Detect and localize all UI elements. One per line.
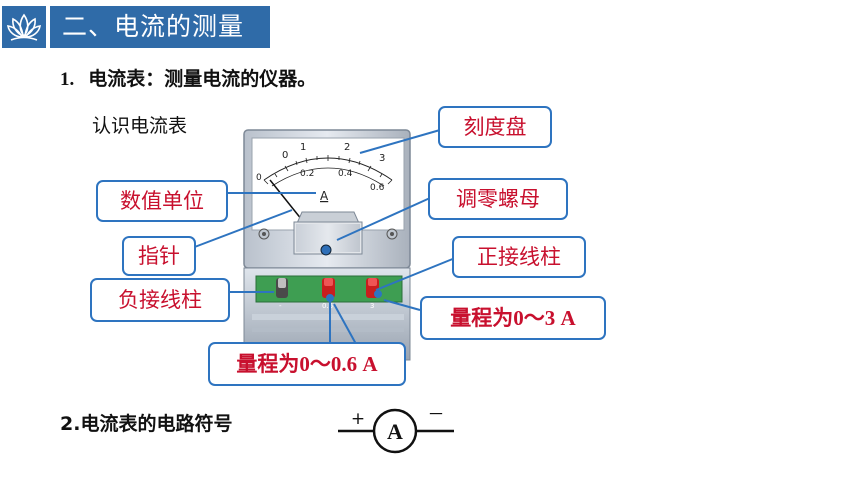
terminal-0-6 bbox=[322, 278, 335, 298]
symbol-plus: + bbox=[351, 409, 365, 429]
scale-top-label: 0 bbox=[282, 150, 288, 161]
scale-top-label: 3 bbox=[379, 153, 385, 164]
ammeter-circuit-symbol: A + － bbox=[338, 405, 454, 454]
item1-number: 1. bbox=[60, 69, 75, 90]
scale-bottom-label: 0 bbox=[256, 173, 262, 183]
terminal-label: - bbox=[279, 302, 282, 310]
negative-terminal bbox=[276, 278, 288, 298]
ammeter-illustration: 0 1 2 3 0 0.2 0.4 0.6 A - 0.6 3 bbox=[243, 129, 411, 361]
callout-positive-post: 正接线柱 bbox=[452, 236, 586, 278]
unit-label: A bbox=[320, 189, 329, 203]
scale-bottom-label: 0.6 bbox=[370, 183, 385, 193]
item2-heading: 2.电流表的电路符号 bbox=[60, 413, 233, 435]
callout-zero-adjust: 调零螺母 bbox=[428, 178, 568, 220]
symbol-minus: － bbox=[428, 405, 445, 425]
item1-text: 电流表：测量电流的仪器。 bbox=[88, 68, 317, 90]
item1-heading: 1. 电流表：测量电流的仪器。 bbox=[60, 64, 316, 91]
terminal-label: 0.6 bbox=[322, 302, 334, 310]
terminal-3 bbox=[366, 278, 379, 298]
scale-top-label: 1 bbox=[300, 142, 306, 153]
lotus-logo-icon bbox=[7, 13, 41, 41]
scale-bottom-label: 0.2 bbox=[300, 169, 314, 179]
zero-adjust-screw-icon bbox=[320, 244, 332, 256]
scale-top-label: 2 bbox=[344, 142, 350, 153]
callout-dial: 刻度盘 bbox=[438, 106, 552, 148]
callout-negative-post: 负接线柱 bbox=[90, 278, 230, 322]
terminal-label: 3 bbox=[370, 302, 374, 310]
callout-range-3a: 量程为0～3 A bbox=[420, 296, 606, 340]
callout-range-06a: 量程为0～0.6 A bbox=[208, 342, 406, 386]
symbol-letter: A bbox=[387, 419, 403, 444]
callout-unit: 数值单位 bbox=[96, 180, 228, 222]
scale-bottom-label: 0.4 bbox=[338, 169, 353, 179]
section-title: 二、电流的测量 bbox=[50, 6, 270, 48]
callout-pointer: 指针 bbox=[122, 236, 196, 276]
logo bbox=[2, 6, 46, 48]
item1-subtitle: 认识电流表 bbox=[92, 115, 188, 137]
